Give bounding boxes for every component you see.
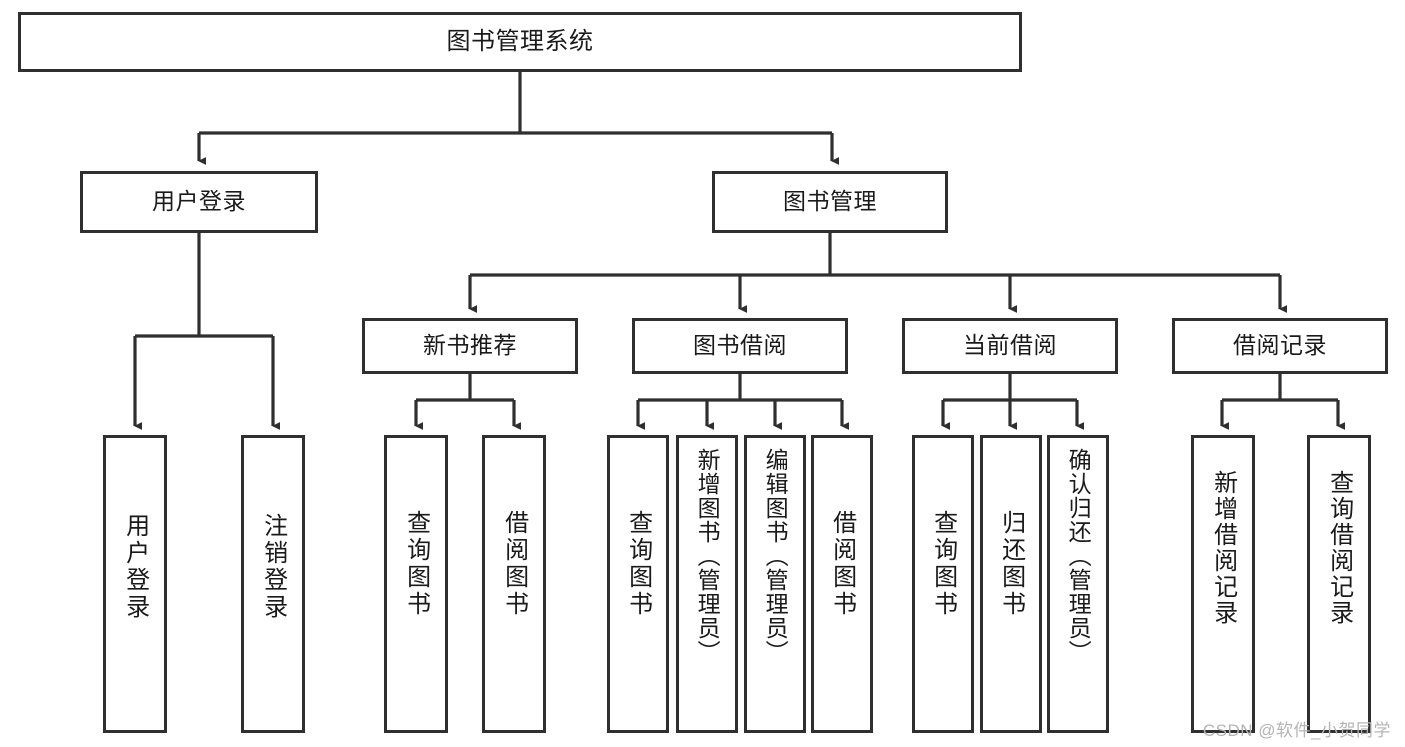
leaf-edit-book-admin[interactable]: 编辑图书（管理员） [744,435,806,733]
node-root-system[interactable]: 图书管理系统 [18,12,1022,72]
node-label: 借阅图书 [500,510,528,618]
node-label: 确认归还（管理员） [1065,448,1092,664]
node-label: 新书推荐 [423,332,517,359]
node-label: 用户登录 [152,188,246,215]
node-label: 用户登录 [121,513,149,621]
leaf-add-borrow-record[interactable]: 新增借阅记录 [1191,435,1255,733]
csdn-watermark: CSDN @软件_小贺同学 [1202,721,1391,740]
node-label: 图书管理 [783,188,877,215]
leaf-query-book-recommend[interactable]: 查询图书 [384,435,448,733]
leaf-add-book-admin[interactable]: 新增图书（管理员） [676,435,738,733]
node-label: 借阅图书 [828,510,856,618]
leaf-query-book-borrow[interactable]: 查询图书 [607,435,669,733]
node-label: 借阅记录 [1233,332,1327,359]
node-book-borrow[interactable]: 图书借阅 [632,318,848,374]
node-label: 查询图书 [402,510,430,618]
leaf-return-book[interactable]: 归还图书 [980,435,1042,733]
leaf-confirm-return-admin[interactable]: 确认归还（管理员） [1047,435,1109,733]
node-label: 编辑图书（管理员） [762,448,789,664]
node-book-management[interactable]: 图书管理 [712,171,948,233]
leaf-borrow-book-recommend[interactable]: 借阅图书 [482,435,546,733]
node-borrow-record[interactable]: 借阅记录 [1172,318,1388,374]
node-label: 图书借阅 [693,332,787,359]
node-label: 当前借阅 [963,332,1057,359]
node-label: 图书管理系统 [446,27,594,55]
node-label: 新增借阅记录 [1209,470,1237,626]
leaf-borrow-book[interactable]: 借阅图书 [811,435,873,733]
node-label: 注销登录 [259,513,287,621]
leaf-query-book-current[interactable]: 查询图书 [912,435,974,733]
node-user-login[interactable]: 用户登录 [80,171,318,233]
leaf-query-borrow-record[interactable]: 查询借阅记录 [1307,435,1371,733]
node-current-borrow[interactable]: 当前借阅 [902,318,1118,374]
leaf-logout-login[interactable]: 注销登录 [241,435,305,733]
leaf-user-login[interactable]: 用户登录 [103,435,167,733]
node-label: 查询图书 [929,510,957,618]
node-label: 查询借阅记录 [1325,470,1353,626]
node-label: 归还图书 [997,510,1025,618]
node-new-book-recommend[interactable]: 新书推荐 [362,318,578,374]
node-label: 新增图书（管理员） [694,448,721,664]
node-label: 查询图书 [624,510,652,618]
